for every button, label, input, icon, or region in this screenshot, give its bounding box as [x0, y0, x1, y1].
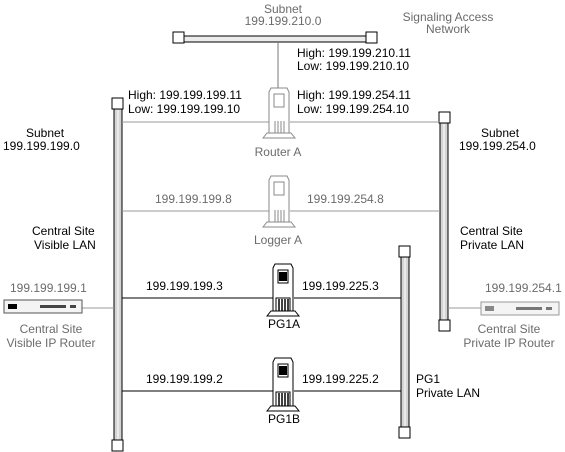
- visible-router-ip: 199.199.199.1: [10, 281, 87, 295]
- right-subnet-title: Subnet: [481, 126, 520, 140]
- logger-a-label: Logger A: [253, 233, 303, 247]
- pg1b-left-ip: 199.199.199.2: [146, 372, 223, 386]
- visible-router-line2: Visible IP Router: [6, 336, 96, 350]
- private-router-line1: Central Site: [477, 322, 541, 336]
- visible-lan-line1: Central Site: [32, 224, 95, 238]
- router-a-top-high: High: 199.199.210.11: [297, 46, 411, 60]
- right-subnet-address: 199.199.254.0: [459, 139, 536, 153]
- signaling-subnet-bus: [172, 31, 378, 44]
- signaling-network-line2: Network: [425, 22, 470, 36]
- top-subnet-address: 199.199.210.0: [244, 14, 322, 28]
- logger-a-left-ip: 199.199.199.8: [155, 192, 232, 206]
- left-subnet-title: Subnet: [26, 126, 65, 140]
- router-a-left-low: Low: 199.199.199.10: [128, 102, 241, 116]
- signaling-network-line1: Signaling Access: [402, 10, 494, 24]
- pg1-lan-line1: PG1: [416, 372, 441, 386]
- visible-lan-bus: [111, 97, 124, 452]
- pg1b-server-icon: [265, 357, 301, 412]
- pg1a-left-ip: 199.199.199.3: [146, 279, 223, 293]
- pg1a-right-ip: 199.199.225.3: [302, 279, 379, 293]
- pg1b-label: PG1B: [267, 412, 300, 426]
- router-a-left-high: High: 199.199.199.11: [128, 88, 242, 102]
- private-router-ip: 199.199.254.1: [485, 281, 562, 295]
- pg1-lan-line2: Private LAN: [416, 386, 481, 400]
- connection-lines: [82, 42, 481, 392]
- router-a-right-low: Low: 199.199.254.10: [297, 102, 410, 116]
- private-ip-router-icon: [480, 301, 560, 316]
- top-subnet-title: Subnet: [263, 2, 303, 16]
- logger-a-icon: [261, 175, 297, 228]
- pg1a-label: PG1A: [267, 317, 300, 331]
- private-router-line2: Private IP Router: [463, 336, 555, 350]
- visible-ip-router-icon: [3, 299, 83, 314]
- router-a-right-high: High: 199.199.254.11: [297, 88, 411, 102]
- private-lan-line1: Central Site: [460, 224, 523, 238]
- private-lan-line2: Private LAN: [460, 238, 525, 252]
- router-a-icon: [261, 87, 297, 139]
- visible-router-line1: Central Site: [19, 322, 83, 336]
- pg1-lan-bus: [398, 245, 411, 439]
- private-lan-bus: [438, 111, 451, 332]
- pg1a-server-icon: [265, 263, 301, 317]
- router-a-top-low: Low: 199.199.210.10: [297, 59, 410, 73]
- pg1b-right-ip: 199.199.225.2: [302, 372, 379, 386]
- visible-lan-line2: Visible LAN: [34, 238, 96, 252]
- router-a-label: Router A: [254, 145, 302, 159]
- left-subnet-address: 199.199.199.0: [3, 139, 80, 153]
- logger-a-right-ip: 199.199.254.8: [307, 192, 384, 206]
